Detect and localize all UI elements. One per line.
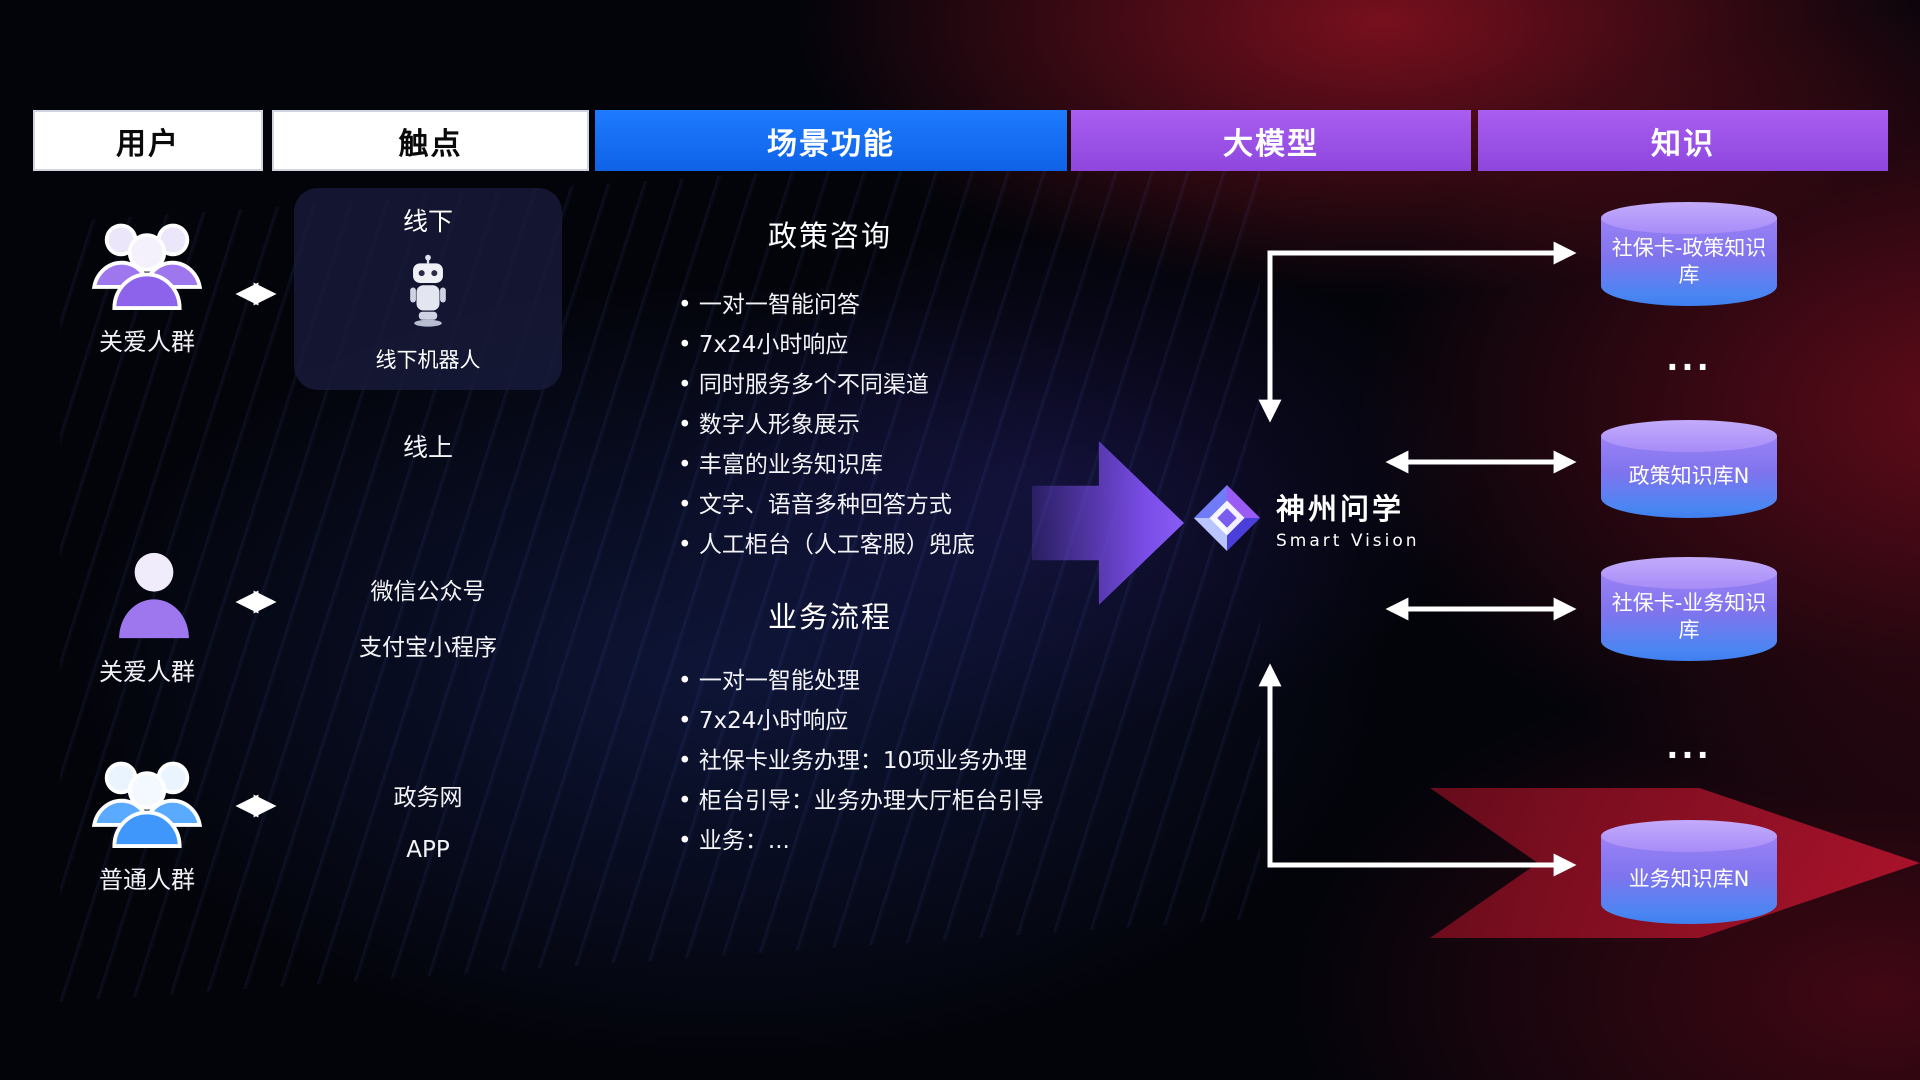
header-touchpoints-label: 触点 bbox=[398, 126, 463, 162]
business-item: 7x24小时响应 bbox=[678, 701, 1098, 741]
db-business-socialcard: 社保卡-业务知识库 bbox=[1601, 557, 1777, 661]
touchpoint-app: APP bbox=[406, 837, 450, 863]
model-logo-block: 神州问学 Smart Vision bbox=[1192, 483, 1420, 553]
policy-item: 同时服务多个不同渠道 bbox=[678, 365, 1098, 405]
policy-item: 人工柜台（人工客服）兜底 bbox=[678, 525, 1098, 565]
touchpoint-wechat: 微信公众号 bbox=[370, 579, 486, 605]
header-model-label: 大模型 bbox=[1223, 126, 1319, 162]
db-cylinder-top bbox=[1601, 820, 1777, 852]
db-label: 社保卡-政策知识库 bbox=[1611, 235, 1767, 287]
db-business-n: 业务知识库N bbox=[1601, 820, 1777, 924]
model-subtitle: Smart Vision bbox=[1276, 530, 1420, 551]
policy-item: 文字、语音多种回答方式 bbox=[678, 485, 1098, 525]
db-label: 政策知识库N bbox=[1628, 464, 1750, 489]
user-group-label: 关爱人群 bbox=[99, 328, 195, 356]
header-scene-functions: 场景功能 bbox=[595, 110, 1067, 171]
policy-section-title: 政策咨询 bbox=[767, 219, 892, 253]
model-name: 神州问学 bbox=[1276, 491, 1405, 526]
business-item: 业务：... bbox=[678, 821, 1098, 861]
group-blue-icon bbox=[91, 761, 203, 848]
smart-vision-logo-icon bbox=[1193, 484, 1261, 552]
db-cylinder-top bbox=[1601, 557, 1777, 589]
business-item: 一对一智能处理 bbox=[678, 661, 1098, 701]
header-knowledge-label: 知识 bbox=[1651, 126, 1715, 162]
offline-touchpoint-card: 线下 线下机器人 bbox=[294, 188, 562, 390]
policy-items-list: 一对一智能问答 7x24小时响应 同时服务多个不同渠道 数字人形象展示 丰富的业… bbox=[678, 285, 1098, 565]
header-users-label: 用户 bbox=[116, 126, 180, 162]
touchpoint-alipay: 支付宝小程序 bbox=[359, 635, 497, 661]
user-group-label: 普通人群 bbox=[99, 866, 195, 894]
model-logo-text: 神州问学 Smart Vision bbox=[1276, 486, 1420, 551]
db-cylinder-top bbox=[1601, 202, 1777, 234]
touchpoint-gov-web: 政务网 bbox=[393, 785, 463, 811]
header-scene-label: 场景功能 bbox=[767, 126, 895, 162]
online-title: 线上 bbox=[402, 433, 453, 462]
user-group-ordinary: 普通人群 bbox=[57, 752, 237, 895]
policy-item: 一对一智能问答 bbox=[678, 285, 1098, 325]
business-item: 社保卡业务办理：10项业务办理 bbox=[678, 741, 1098, 781]
policy-item: 数字人形象展示 bbox=[678, 405, 1098, 445]
business-item: 柜台引导：业务办理大厅柜台引导 bbox=[678, 781, 1098, 821]
db-policy-n: 政策知识库N bbox=[1601, 420, 1777, 518]
user-group-care-2: 关爱人群 bbox=[57, 548, 237, 687]
offline-title: 线下 bbox=[402, 207, 453, 236]
robot-icon bbox=[410, 254, 446, 327]
header-knowledge: 知识 bbox=[1478, 110, 1888, 171]
db-policy-socialcard: 社保卡-政策知识库 bbox=[1601, 202, 1777, 306]
business-items-list: 一对一智能处理 7x24小时响应 社保卡业务办理：10项业务办理 柜台引导：业务… bbox=[678, 661, 1098, 861]
db-cylinder-top bbox=[1601, 420, 1777, 452]
header-touchpoints: 触点 bbox=[272, 110, 589, 171]
header-users: 用户 bbox=[33, 110, 263, 171]
person-purple-icon bbox=[119, 552, 189, 639]
business-section-title: 业务流程 bbox=[767, 600, 892, 634]
policy-item: 7x24小时响应 bbox=[678, 325, 1098, 365]
policy-item: 丰富的业务知识库 bbox=[678, 445, 1098, 485]
user-group-care-1: 关爱人群 bbox=[57, 214, 237, 357]
knowledge-ellipsis-top: ... bbox=[1666, 340, 1712, 378]
knowledge-ellipsis-bottom: ... bbox=[1666, 728, 1712, 766]
header-large-model: 大模型 bbox=[1071, 110, 1471, 171]
group-purple-icon bbox=[91, 223, 203, 310]
user-group-label: 关爱人群 bbox=[99, 658, 195, 686]
db-label: 业务知识库N bbox=[1628, 867, 1750, 892]
offline-robot-label: 线下机器人 bbox=[375, 348, 481, 372]
db-label: 社保卡-业务知识库 bbox=[1611, 590, 1767, 642]
